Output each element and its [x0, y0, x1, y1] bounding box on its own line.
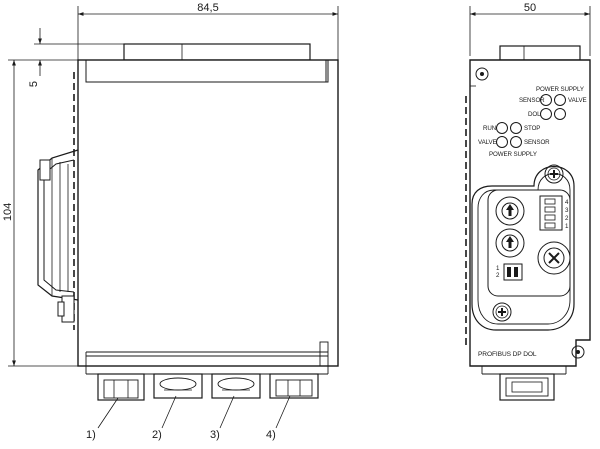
- dip-number-1: 1: [565, 223, 569, 230]
- label-sensor-top: SENSOR: [519, 97, 545, 104]
- callout-1: 1): [86, 429, 96, 441]
- cover-screw-top: [544, 164, 564, 184]
- dip-number-3: 3: [565, 207, 569, 214]
- model-label: PROFIBUS DP DOL: [478, 351, 537, 358]
- callout-2: 2): [152, 429, 162, 441]
- side-width-dimension: 84,5: [77, 2, 339, 60]
- bottom-connector-3: [211, 373, 261, 399]
- mount-hole-bottom: [571, 345, 585, 359]
- led-valve-top: [554, 94, 566, 106]
- bottom-connector-4: [269, 373, 319, 399]
- cover-screw-bottom: [492, 302, 512, 322]
- front-width-label: 50: [524, 2, 536, 14]
- side-screw: [57, 295, 75, 323]
- side-connector: [37, 149, 79, 301]
- dip-switch-block: 4 3 2 1: [539, 195, 569, 231]
- label-dol: DOL: [528, 111, 541, 118]
- dip2-number-1: 1: [496, 265, 500, 272]
- cover-panel: [471, 165, 575, 331]
- rotary-switch-2: [495, 228, 525, 258]
- side-width-label: 84,5: [197, 2, 218, 14]
- label-sensor-mid: SENSOR: [524, 139, 550, 146]
- led-sensor-top: [540, 94, 552, 106]
- top-cap: [123, 43, 311, 61]
- label-power-supply-top: POWER SUPPLY: [536, 86, 584, 93]
- top-offset-dimension: 5: [28, 28, 124, 87]
- callout-3: 3): [210, 429, 220, 441]
- bottom-connector-1: [97, 373, 145, 401]
- label-run: RUN: [483, 125, 496, 132]
- rotary-switch-1: [495, 196, 525, 226]
- front-width-dimension: 50: [469, 2, 591, 56]
- side-view: 84,5 104 5: [2, 2, 339, 441]
- bottom-connector-2: [153, 373, 203, 399]
- rotary-switch-3: [537, 241, 571, 275]
- mount-hole-top: [475, 67, 489, 81]
- led-valve-mid: [496, 136, 508, 148]
- dip-switch-small: 1 2: [496, 263, 523, 281]
- led-run: [496, 122, 508, 134]
- total-height-dimension: 104: [2, 59, 84, 367]
- front-bottom-connector: [481, 366, 567, 401]
- side-body: [77, 59, 339, 367]
- callout-4: 4): [266, 429, 276, 441]
- front-view: 50 POWER SUPPLY SENSOR VALVE DOL RUN S: [465, 2, 591, 401]
- led-stop: [510, 122, 522, 134]
- total-height-label: 104: [2, 203, 14, 221]
- dip-number-2: 2: [565, 215, 569, 222]
- label-stop: STOP: [524, 125, 540, 132]
- led-dol-2: [554, 108, 566, 120]
- label-power-supply-mid: POWER SUPPLY: [489, 151, 537, 158]
- dip2-number-2: 2: [496, 272, 500, 279]
- label-valve-top: VALVE: [568, 97, 587, 104]
- dip-number-4: 4: [565, 199, 569, 206]
- top-offset-label: 5: [28, 81, 40, 87]
- led-sensor-mid: [510, 136, 522, 148]
- label-valve-mid: VALVE: [478, 139, 497, 146]
- led-dol: [540, 108, 552, 120]
